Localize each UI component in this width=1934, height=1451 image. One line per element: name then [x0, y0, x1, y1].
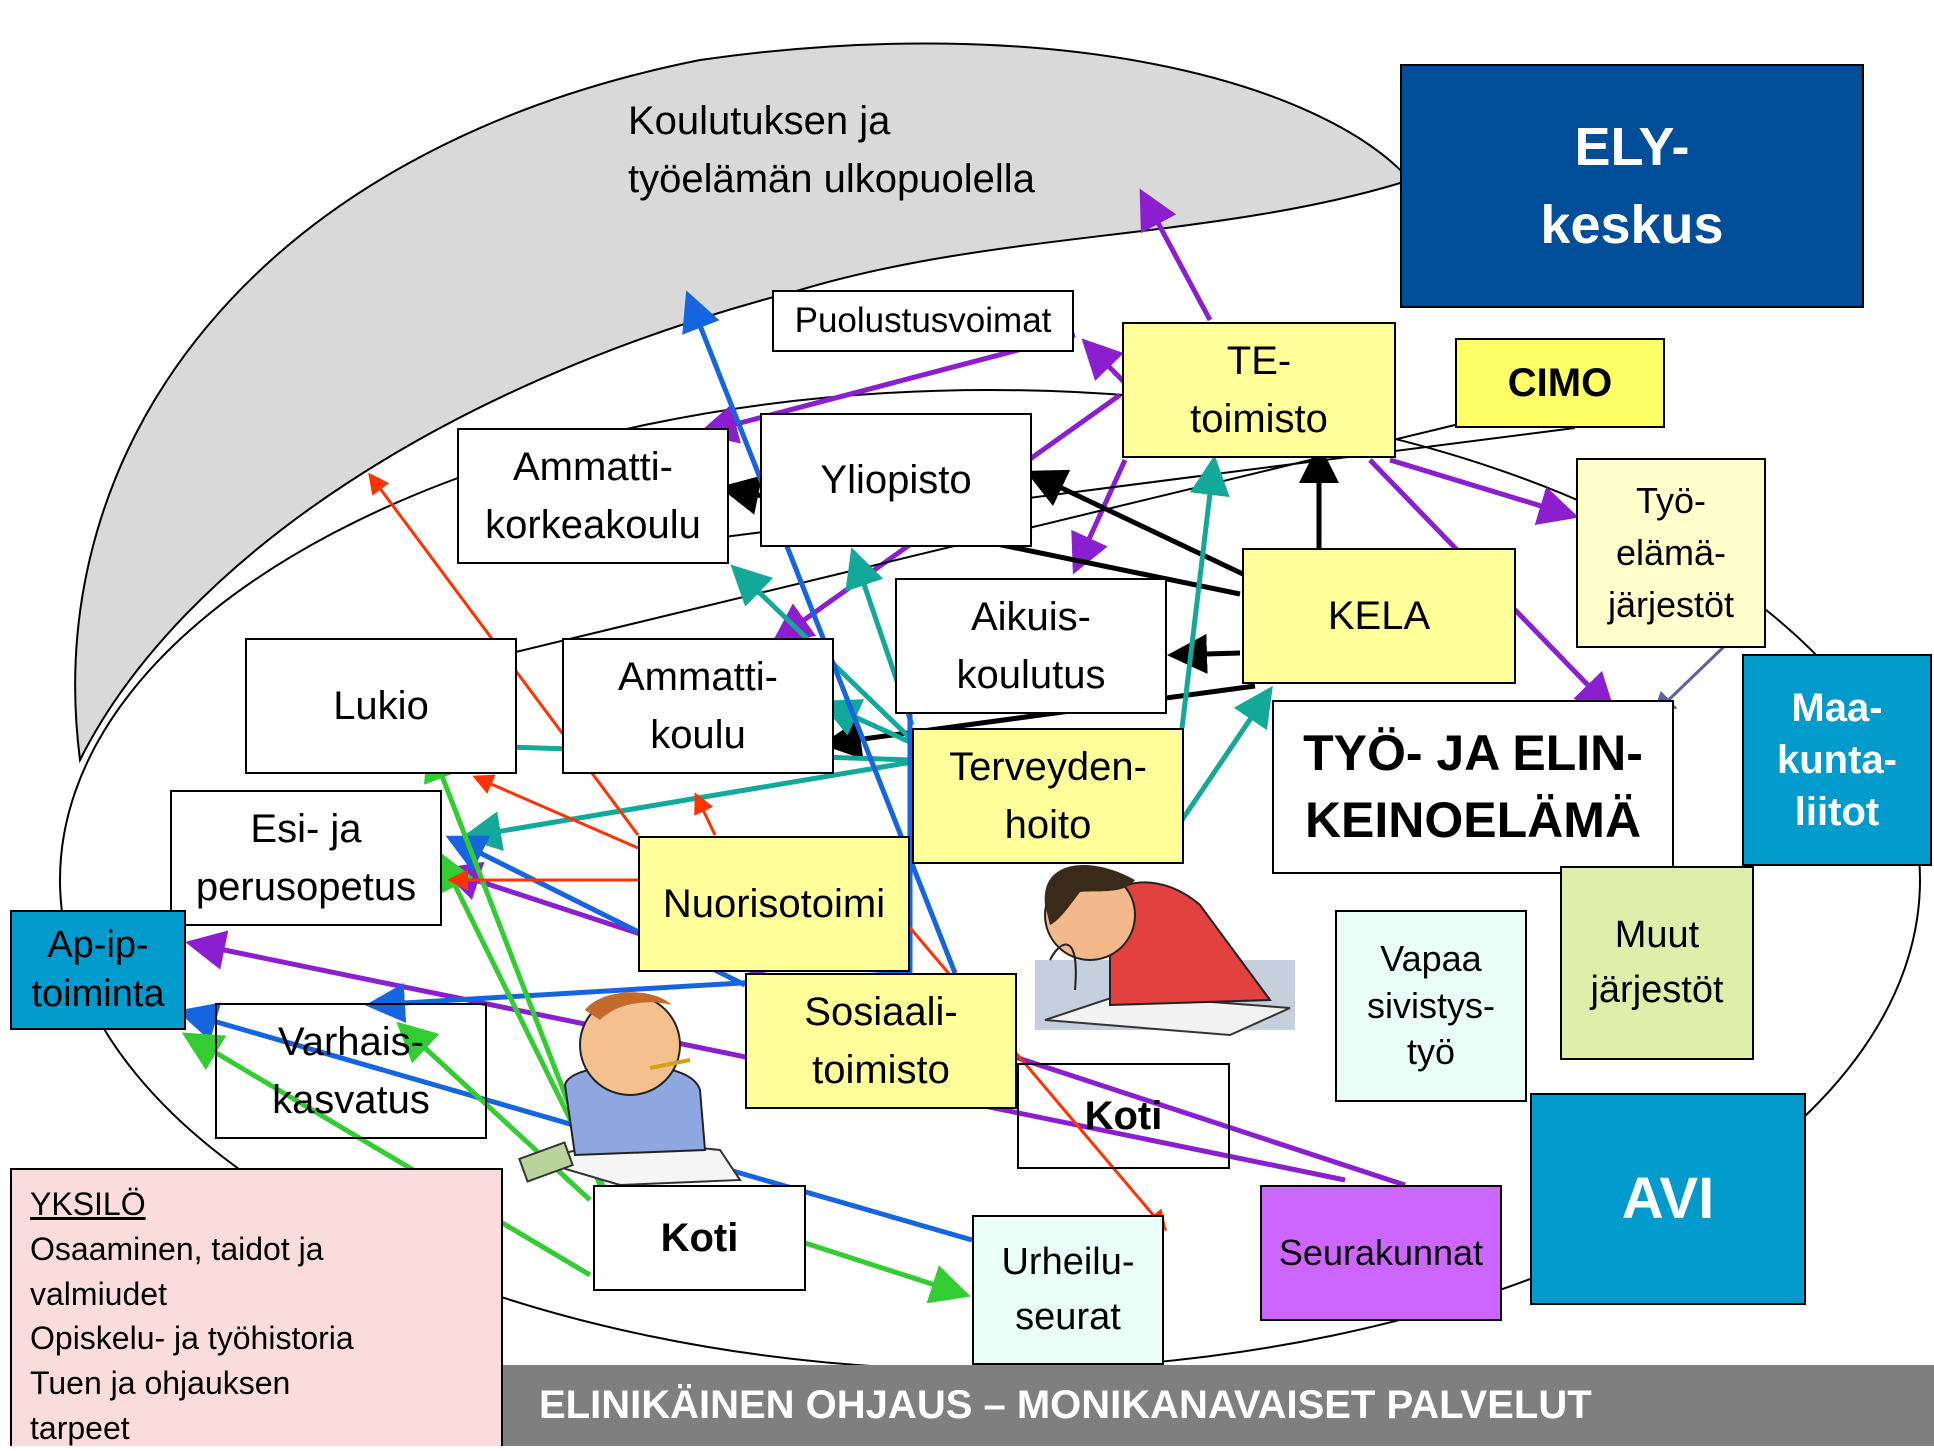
student-drawing-left-icon: [518, 992, 742, 1187]
node-muut-jarjestot[interactable]: Muut järjestöt: [1560, 866, 1754, 1060]
node-label: Esi- ja: [250, 807, 362, 851]
yksilo-line: valmiudet: [30, 1275, 167, 1312]
footer-title: ELINIKÄINEN OHJAUS – MONIKANAVAISET PALV…: [539, 1383, 1592, 1427]
node-label: liitot: [1794, 790, 1880, 834]
node-label: Nuorisotoimi: [662, 882, 886, 926]
node-label: AVI: [1621, 1165, 1715, 1231]
node-label: Työ-: [1635, 479, 1706, 521]
node-vapaa-sivistystyo[interactable]: Vapaa sivistys-työ: [1335, 910, 1527, 1102]
node-label: järjestöt: [1590, 969, 1724, 1011]
node-label: elämä-: [1615, 531, 1727, 573]
node-label: Urheilu-: [1001, 1240, 1135, 1283]
node-koti-right[interactable]: Koti: [1017, 1063, 1230, 1169]
node-label: toimisto: [1190, 397, 1328, 441]
yksilo-panel: YKSILÖ Osaaminen, taidot ja valmiudet Op…: [10, 1168, 503, 1446]
node-tyo-ja-elinkeinoelama[interactable]: TYÖ- JA ELIN- KEINOELÄMÄ: [1272, 700, 1674, 874]
node-yliopisto[interactable]: Yliopisto: [760, 413, 1032, 547]
node-ammattikorkeakoulu[interactable]: Ammatti-korkeakoulu: [457, 428, 729, 564]
node-label: koulutus: [956, 653, 1106, 697]
yksilo-line: Tuen ja ohjauksen: [30, 1365, 291, 1402]
node-label: korkeakoulu: [485, 503, 701, 547]
node-label: seurat: [1015, 1296, 1121, 1338]
node-te-toimisto[interactable]: TE-toimisto: [1122, 322, 1396, 458]
node-label: Terveyden-: [949, 745, 1147, 789]
node-label: Vapaa: [1380, 937, 1482, 979]
node-koti-left[interactable]: Koti: [593, 1185, 806, 1291]
outside-label-line: työelämän ulkopuolella: [628, 157, 1035, 201]
node-label: CIMO: [1507, 361, 1613, 405]
node-label: ELY-: [1574, 116, 1690, 177]
node-avi[interactable]: AVI: [1530, 1093, 1806, 1305]
node-label: Seurakunnat: [1278, 1231, 1484, 1273]
node-label: KELA: [1327, 594, 1431, 638]
node-nuorisotoimi[interactable]: Nuorisotoimi: [638, 836, 910, 972]
node-ap-ip-toiminta[interactable]: Ap-ip-toiminta: [10, 910, 186, 1030]
outside-label: Koulutuksen ja työelämän ulkopuolella: [628, 92, 1035, 208]
node-label: toiminta: [31, 973, 165, 1015]
yksilo-line: tarpeet: [30, 1409, 130, 1446]
node-label: hoito: [1004, 803, 1092, 847]
node-label: Muut: [1614, 913, 1700, 956]
node-label: sivistys-: [1367, 984, 1495, 1026]
node-label: Koti: [660, 1216, 739, 1260]
node-aikuiskoulutus[interactable]: Aikuis-koulutus: [895, 578, 1167, 714]
node-lukio[interactable]: Lukio: [245, 638, 517, 774]
node-cimo[interactable]: CIMO: [1455, 338, 1665, 428]
node-urheiluseurat[interactable]: Urheilu-seurat: [972, 1215, 1164, 1365]
node-label: Lukio: [333, 684, 429, 728]
node-label: Yliopisto: [820, 458, 972, 502]
node-label: Aikuis-: [970, 595, 1091, 639]
node-label: kunta-: [1777, 738, 1897, 782]
node-label: Puolustusvoimat: [794, 300, 1052, 340]
node-sosiaalitoimisto[interactable]: Sosiaali-toimisto: [745, 973, 1017, 1109]
node-label: KEINOELÄMÄ: [1304, 792, 1642, 848]
yksilo-title: YKSILÖ: [30, 1186, 146, 1222]
node-label: Maa-: [1791, 686, 1883, 730]
node-label: toimisto: [812, 1048, 950, 1092]
node-label: TYÖ- JA ELIN-: [1303, 724, 1643, 781]
node-label: Varhais-: [278, 1020, 424, 1064]
node-tyoelamajarjestot[interactable]: Työ-elämä-järjestöt: [1576, 458, 1766, 648]
node-maakuntaliitot[interactable]: Maa-kunta-liitot: [1742, 654, 1932, 866]
yksilo-line: Opiskelu- ja työhistoria: [30, 1320, 354, 1357]
node-label: kasvatus: [272, 1078, 430, 1122]
node-label: koulu: [650, 713, 746, 757]
node-label: Ammatti-: [513, 445, 673, 489]
outside-label-line: Koulutuksen ja: [628, 99, 891, 143]
node-terveydenhoito[interactable]: Terveyden-hoito: [912, 728, 1184, 864]
footer-band: ELINIKÄINEN OHJAUS – MONIKANAVAISET PALV…: [503, 1365, 1934, 1446]
node-label: Ap-ip-: [47, 923, 149, 966]
node-label: työ: [1406, 1031, 1456, 1073]
node-label: keskus: [1540, 195, 1724, 255]
node-label: Ammatti-: [618, 655, 778, 699]
node-label: Koti: [1084, 1094, 1163, 1138]
node-puolustusvoimat[interactable]: Puolustusvoimat: [772, 290, 1074, 352]
node-kela[interactable]: KELA: [1242, 548, 1516, 684]
node-label: Sosiaali-: [804, 990, 958, 1034]
node-label: perusopetus: [195, 865, 417, 909]
node-ely-keskus[interactable]: ELY-keskus: [1400, 64, 1864, 308]
node-label: TE-: [1226, 339, 1292, 383]
outside-band: [74, 42, 1412, 764]
node-seurakunnat[interactable]: Seurakunnat: [1260, 1185, 1502, 1321]
node-label: järjestöt: [1607, 584, 1735, 626]
student-drawing-right-icon: [1035, 865, 1295, 1037]
node-esi-ja-perusopetus[interactable]: Esi- ja perusopetus: [170, 790, 442, 926]
node-ammattikoulu[interactable]: Ammatti-koulu: [562, 638, 834, 774]
node-varhaiskasvatus[interactable]: Varhais-kasvatus: [215, 1003, 487, 1139]
yksilo-line: Osaaminen, taidot ja: [30, 1230, 324, 1267]
